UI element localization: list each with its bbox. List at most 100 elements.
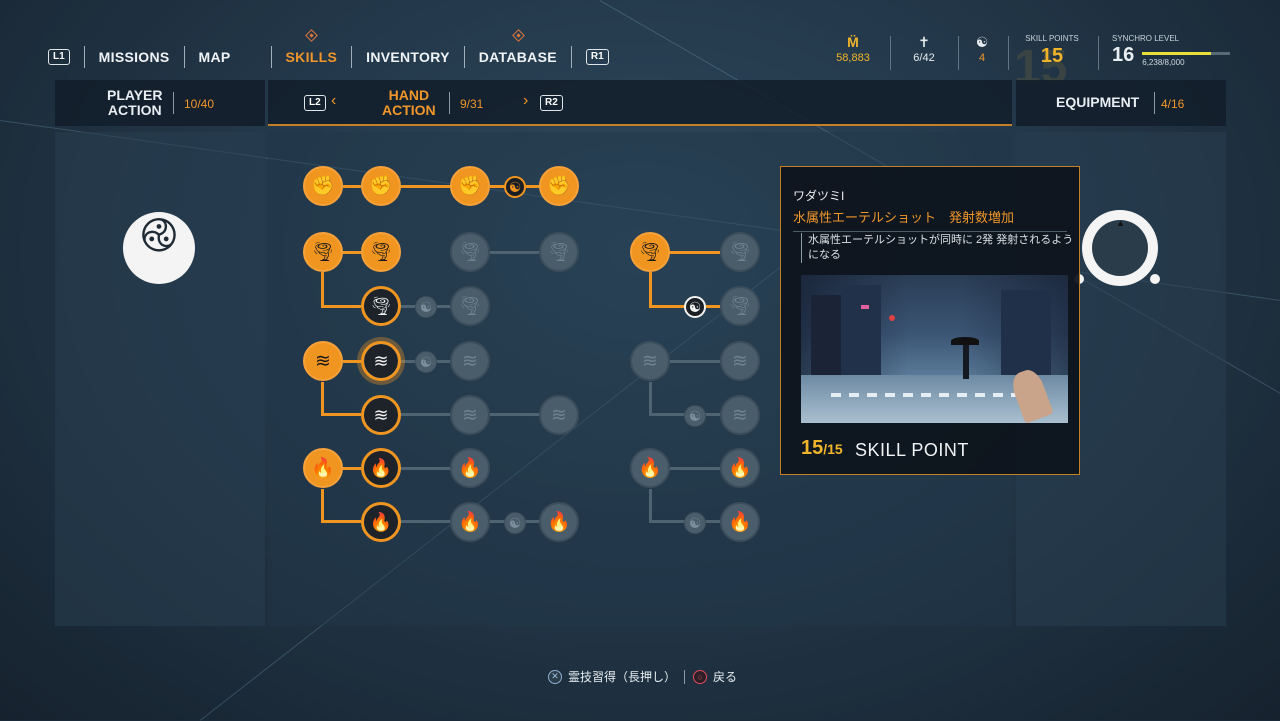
spirits-stat: ✝ 6/42: [904, 34, 944, 64]
skill-node-wind[interactable]: 🌪: [361, 232, 401, 272]
tree-connector: [343, 185, 361, 188]
button-prompts: ✕ 霊技習得（長押し） ○ 戻る: [548, 668, 737, 685]
meika-icon: M̈: [830, 34, 876, 50]
tab-missions[interactable]: MISSIONS: [99, 49, 170, 65]
flame-icon: 🔥: [728, 510, 752, 534]
skill-node-wind[interactable]: 🌪: [303, 232, 343, 272]
skill-node-wind[interactable]: 🌪: [720, 232, 760, 272]
skill-node-wind[interactable]: 🌪: [720, 286, 760, 326]
skill-node-shot[interactable]: ✊: [361, 166, 401, 206]
meika-value: 58,883: [830, 52, 876, 64]
skill-node-fire[interactable]: 🔥: [361, 448, 401, 488]
skill-node-fire[interactable]: 🔥: [303, 448, 343, 488]
wave-icon: ≋: [315, 350, 331, 373]
tree-connector: [649, 489, 652, 523]
chevron-right-icon[interactable]: ›: [523, 92, 528, 110]
tornado-icon: 🌪: [638, 240, 662, 264]
wave-icon: ≋: [732, 350, 748, 373]
tree-connector: [669, 251, 721, 254]
synchro-xp: 6,238/8,000: [1142, 58, 1230, 67]
skill-node-fire[interactable]: 🔥: [539, 502, 579, 542]
skill-node-water[interactable]: ≋: [450, 341, 490, 381]
magatama-icon: ☯: [970, 34, 994, 50]
tab-database[interactable]: DATABASE: [479, 49, 557, 65]
tree-connector: [321, 305, 361, 308]
tornado-icon: 🌪: [311, 240, 335, 264]
tree-connector: [343, 467, 361, 470]
flame-icon: 🔥: [364, 451, 398, 485]
back-prompt[interactable]: 戻る: [713, 668, 737, 685]
stat-separator: [1098, 36, 1099, 70]
skill-node-water-selected[interactable]: ≋: [361, 341, 401, 381]
wave-icon: ≋: [364, 344, 398, 378]
magatama-requirement-icon: ☯: [415, 296, 437, 318]
skill-node-shot[interactable]: ✊: [450, 166, 490, 206]
skill-node-wind[interactable]: 🌪: [450, 232, 490, 272]
skill-node-wind[interactable]: 🌪: [361, 286, 401, 326]
skill-node-fire[interactable]: 🔥: [720, 502, 760, 542]
player-action-count: 10/40: [184, 97, 214, 111]
skill-preview-image: [801, 275, 1068, 423]
equipment-title: EQUIPMENT: [1056, 95, 1139, 110]
skill-detail-card: ワダツミI 水属性エーテルショット 発射数増加 水属性エーテルショットが同時に …: [780, 166, 1080, 475]
wave-icon: ≋: [462, 404, 478, 427]
wave-icon: ≋: [364, 398, 398, 432]
skill-node-wind[interactable]: 🌪: [539, 232, 579, 272]
chevron-left-icon[interactable]: ‹: [331, 92, 336, 110]
tree-connector: [343, 360, 361, 363]
tree-connector: [669, 360, 721, 363]
synchro-label: SYNCHRO LEVEL: [1112, 34, 1232, 43]
circle-button-icon[interactable]: ○: [693, 670, 707, 684]
skill-node-fire[interactable]: 🔥: [361, 502, 401, 542]
flame-icon: 🔥: [311, 456, 335, 480]
skill-node-fire[interactable]: 🔥: [450, 448, 490, 488]
skill-cost-total: /15: [823, 441, 842, 457]
nav-separator: [464, 46, 465, 68]
tab-database-label: DATABASE: [479, 49, 557, 65]
learn-skill-prompt[interactable]: 霊技習得（長押し）: [568, 668, 676, 685]
magatama-requirement-icon: ☯: [684, 405, 706, 427]
skill-node-shot[interactable]: ✊: [303, 166, 343, 206]
l1-button[interactable]: L1: [48, 49, 70, 65]
tab-inventory[interactable]: INVENTORY: [366, 49, 450, 65]
skill-node-fire[interactable]: 🔥: [720, 448, 760, 488]
tree-connector: [321, 272, 324, 307]
magatama-requirement-icon: ☯: [504, 176, 526, 198]
skill-node-water[interactable]: ≋: [630, 341, 670, 381]
tab-map[interactable]: MAP: [199, 49, 231, 65]
skill-node-wind[interactable]: 🌪: [450, 286, 490, 326]
tree-connector: [400, 467, 452, 470]
skill-node-shot[interactable]: ✊: [539, 166, 579, 206]
cross-button-icon[interactable]: ✕: [548, 670, 562, 684]
tornado-icon: 🌪: [369, 240, 393, 264]
skill-node-water[interactable]: ≋: [720, 395, 760, 435]
skill-node-water[interactable]: ≋: [720, 341, 760, 381]
tree-connector: [649, 382, 652, 416]
skill-node-water[interactable]: ≋: [539, 395, 579, 435]
synchro-level: 16: [1112, 44, 1134, 67]
meika-stat: M̈ 58,883: [830, 34, 876, 64]
card-divider: [793, 231, 1067, 232]
l2-button[interactable]: L2: [304, 95, 326, 111]
skill-node-fire[interactable]: 🔥: [630, 448, 670, 488]
skill-title: 水属性エーテルショット 発射数増加: [793, 207, 1014, 226]
equipment-header[interactable]: EQUIPMENT 4/16: [1016, 80, 1226, 126]
top-nav: L1 MISSIONS MAP SKILLS INVENTORY DATABAS…: [48, 44, 609, 70]
skill-node-water[interactable]: ≋: [303, 341, 343, 381]
tree-connector: [321, 520, 361, 523]
tab-skills[interactable]: SKILLS: [286, 49, 338, 65]
r2-button[interactable]: R2: [540, 95, 563, 111]
tree-connector: [321, 489, 324, 523]
tornado-icon: 🌪: [458, 240, 482, 264]
magatama-requirement-icon: ☯: [684, 512, 706, 534]
skill-node-wind[interactable]: 🌪: [630, 232, 670, 272]
skill-node-fire[interactable]: 🔥: [450, 502, 490, 542]
tornado-icon: 🌪: [728, 294, 752, 318]
flame-icon: 🔥: [728, 456, 752, 480]
r1-button[interactable]: R1: [586, 49, 609, 65]
header-separator: [173, 92, 174, 114]
skill-node-water[interactable]: ≋: [450, 395, 490, 435]
skill-node-water[interactable]: ≋: [361, 395, 401, 435]
